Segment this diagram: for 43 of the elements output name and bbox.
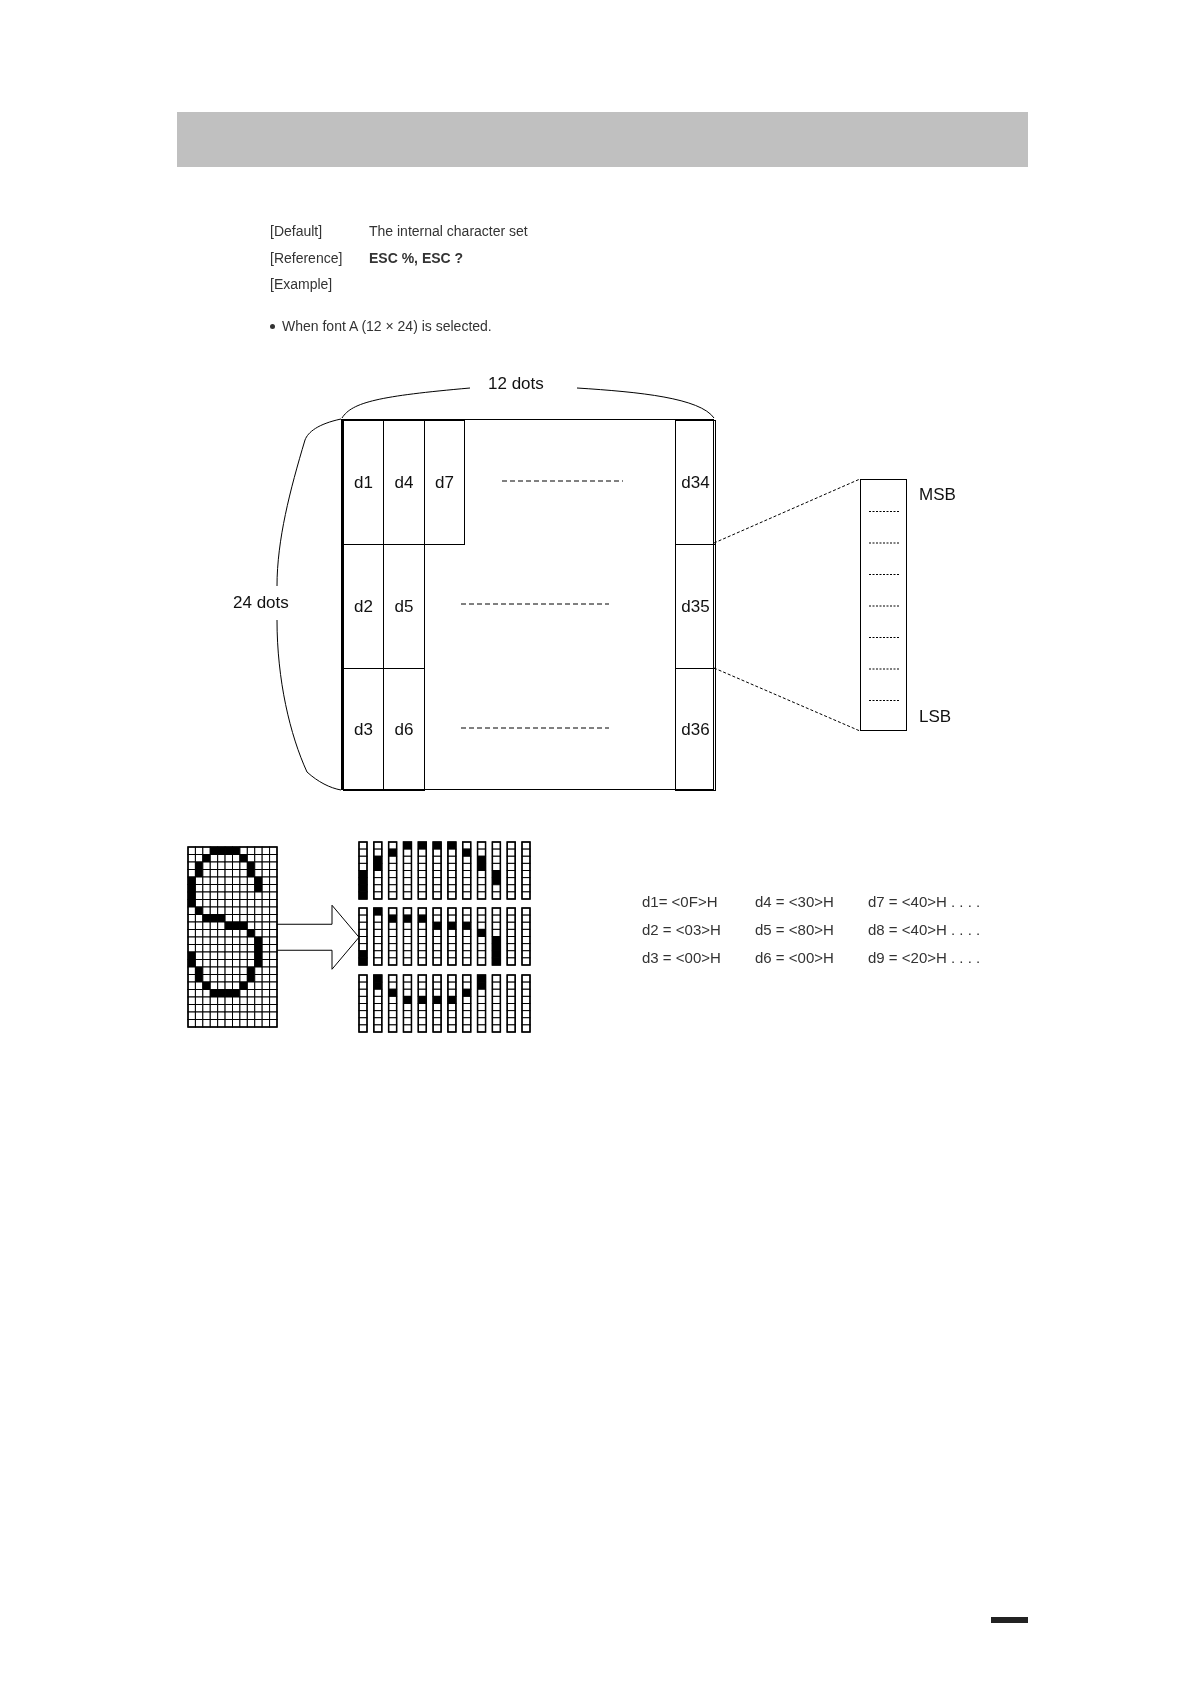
character-grid [341,419,714,790]
bit-label: LSB [919,707,952,727]
table-value: d7 = <40>H . . . . [868,893,981,911]
table-value: d4 = <30>H [755,893,834,911]
field-value: ESC %, ESC ? [369,251,464,267]
cell-label: d7 [435,472,454,493]
cell-label: d6 [394,719,414,740]
field-label: [Example] [270,277,333,293]
dimension-label: 12 dots [488,374,544,394]
table-value: d6 = <00>H [755,949,834,967]
byte-bit-box [860,479,907,731]
cell-label: d5 [394,596,414,617]
table-value: d1= <0F>H [642,893,718,911]
byte-cell [343,668,384,791]
table-value: d8 = <40>H . . . . [868,921,981,939]
byte-columns-drawing [359,842,530,1033]
projection-line [713,667,861,732]
cell-label: d36 [681,719,710,740]
byte-cell [675,544,716,669]
table-value: d3 = <00>H [642,949,721,967]
byte-cell [675,420,716,545]
cell-label: d1 [354,472,373,493]
byte-cell [424,420,465,545]
example-note: When font A (12 × 24) is selected. [282,319,492,335]
block-arrow [276,904,360,970]
bit-label: MSB [919,485,956,505]
cell-label: d4 [394,472,414,493]
cell-label: d34 [681,472,710,493]
dot-matrix-drawing [188,847,277,1027]
cell-label: d3 [354,719,373,740]
field-label: [Reference] [270,251,343,267]
table-value: d9 = <20>H . . . . [868,949,981,967]
byte-cell [383,668,425,791]
dimension-label: 24 dots [233,593,289,613]
byte-cell [675,668,716,791]
table-value: d2 = <03>H [642,921,721,939]
byte-cell [343,420,384,545]
field-label: [Default] [270,224,323,240]
cell-label: d35 [681,596,710,617]
cell-label: d2 [354,596,373,617]
field-value: The internal character set [369,224,528,240]
projection-line [713,478,861,544]
table-value: d5 = <80>H [755,921,834,939]
